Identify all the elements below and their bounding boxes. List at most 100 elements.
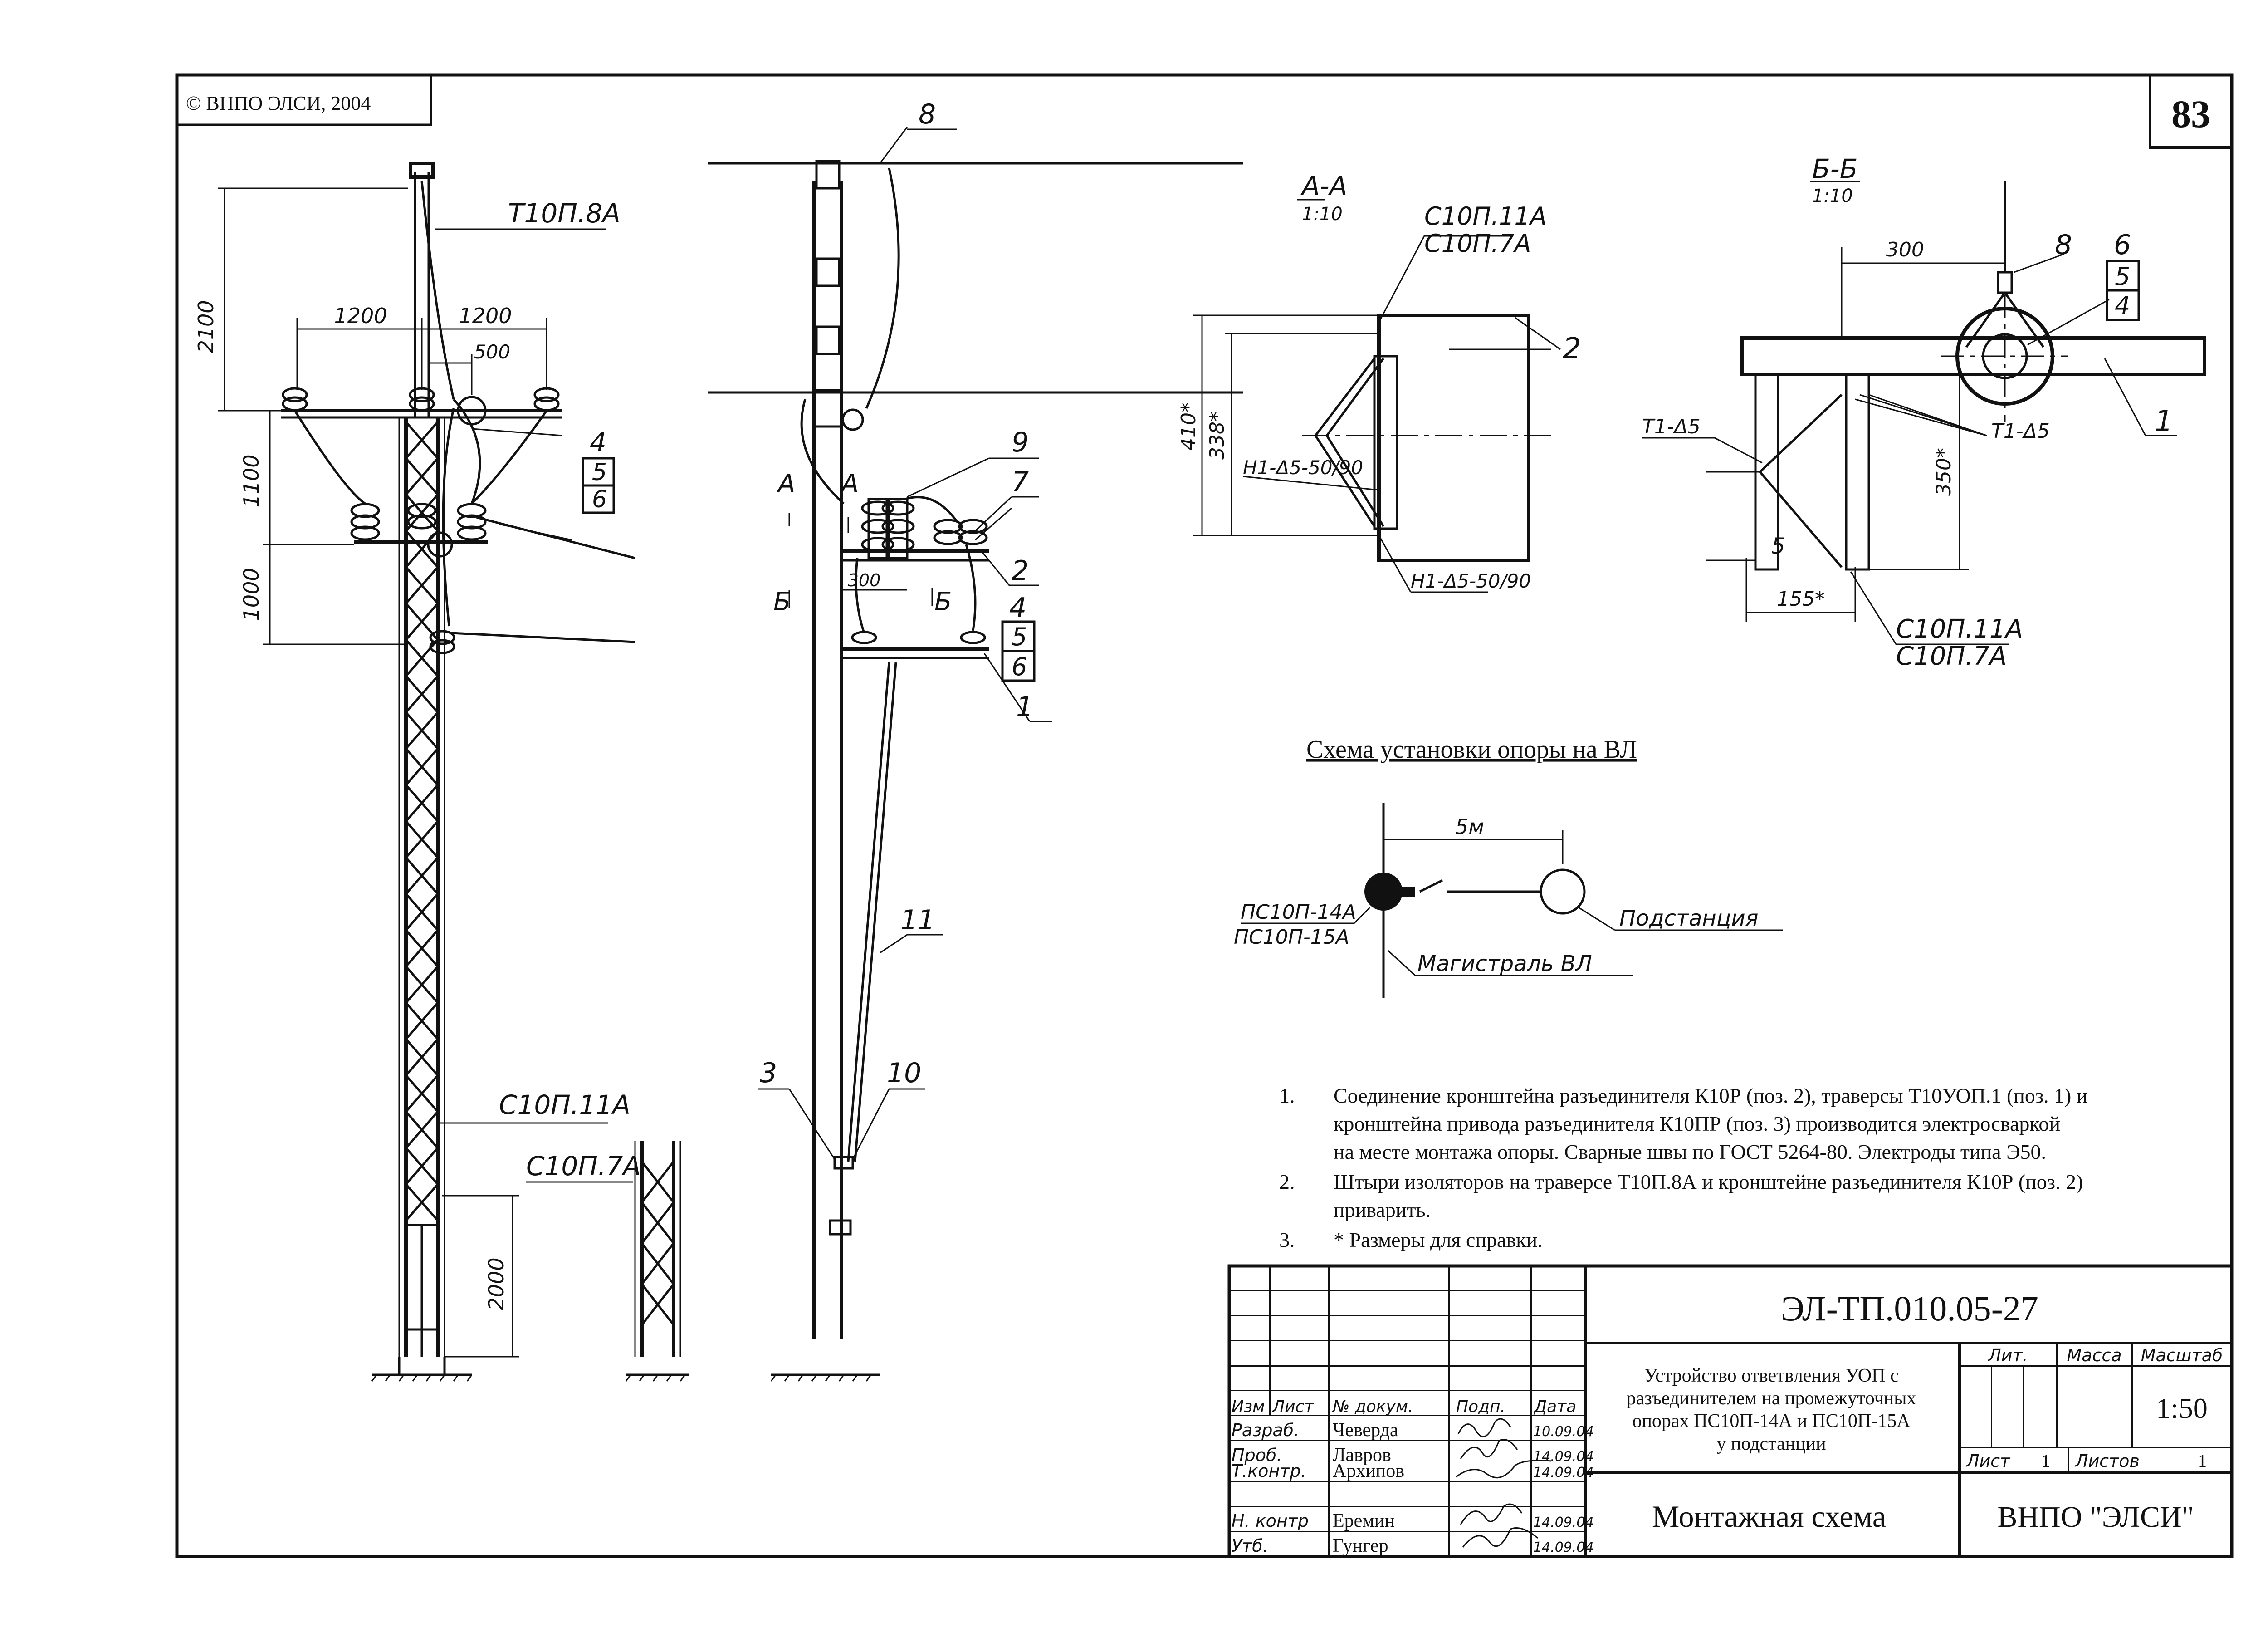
role-5-date: 14.09.04 [1533, 1540, 1594, 1555]
section-bb-pos-6: 6 [2114, 229, 2131, 261]
role-5-name: Гунгер [1333, 1535, 1388, 1556]
section-bb-part-top: С10П.11А [1896, 614, 2023, 644]
front-pos-6: 6 [592, 486, 607, 513]
title-scale-value: 1:50 [2156, 1392, 2208, 1424]
title-desc-line-2: разъединителем на промежуточных [1627, 1388, 1916, 1409]
front-dim-1000: 1000 [239, 568, 264, 621]
front-view [281, 162, 635, 1382]
note-2-line-2: приварить. [1334, 1198, 1431, 1221]
front-traverse-label: Т10П.8А [508, 198, 621, 229]
side-view-callouts [758, 127, 1052, 1160]
side-section-b-left: Б [773, 587, 791, 617]
section-aa-part-top: С10П.11А [1424, 202, 1547, 230]
role-1-date: 10.09.04 [1533, 1424, 1594, 1440]
front-dim-1100: 1100 [239, 454, 264, 507]
role-4-date: 14.09.04 [1533, 1515, 1594, 1530]
note-2-line-1: Штыри изоляторов на траверсе Т10П.8А и к… [1334, 1170, 2083, 1193]
title-col-lit: Лит. [1987, 1345, 2028, 1365]
role-3-title: Т.контр. [1232, 1461, 1306, 1481]
front-column-label: С10П.11А [499, 1089, 631, 1120]
title-sheets-label: Листов [2074, 1451, 2140, 1471]
role-3-date: 14.09.04 [1533, 1465, 1594, 1481]
side-section-a-right: А [840, 469, 859, 499]
section-bb-dim-300: 300 [1886, 238, 1924, 261]
copyright-text: © ВНПО ЭЛСИ, 2004 [186, 92, 371, 114]
notes: 1. Соединение кронштейна разъединителя К… [1279, 1084, 2087, 1251]
note-1-line-3: на месте монтажа опоры. Сварные швы по Г… [1334, 1140, 2046, 1163]
section-bb-dim-5: 5 [1771, 534, 1785, 559]
sheet-frame [175, 73, 2234, 1558]
title-organization: ВНПО "ЭЛСИ" [1997, 1501, 2194, 1534]
section-bb-pos-5: 5 [2115, 262, 2130, 291]
scheme-distance: 5м [1455, 814, 1484, 839]
section-bb-pos-box [2106, 260, 2140, 321]
title-head-sign: Подп. [1456, 1398, 1505, 1416]
side-pos-10: 10 [887, 1057, 921, 1089]
section-bb-pos-4: 4 [2115, 291, 2130, 320]
scheme-pole-label-1: ПС10П-14А [1241, 901, 1356, 924]
title-head-izm: Изм [1232, 1398, 1265, 1416]
note-1-num: 1. [1279, 1084, 1295, 1107]
detail-label: С10П.7А [526, 1151, 641, 1182]
title-desc-line-1: Устройство ответвления УОП с [1644, 1365, 1898, 1386]
section-bb-scale: 1:10 [1812, 186, 1853, 206]
side-pos-4: 4 [1009, 592, 1026, 624]
title-desc-line-4: у подстанции [1716, 1433, 1826, 1454]
role-5-title: Утб. [1232, 1536, 1268, 1556]
title-drawing-name: Монтажная схема [1652, 1499, 1886, 1534]
role-2-date: 14.09.04 [1533, 1449, 1594, 1465]
section-aa-weld-bottom: Н1-Δ5-50/90 [1411, 570, 1531, 592]
sheet-number: 83 [2171, 92, 2210, 136]
section-aa [1193, 199, 1561, 593]
side-section-b-right: Б [934, 587, 952, 617]
note-2-num: 2. [1279, 1170, 1295, 1193]
side-pos-box [1001, 620, 1036, 682]
role-4-title: Н. контр [1232, 1511, 1309, 1531]
note-3-line-1: * Размеры для справки. [1334, 1228, 1543, 1251]
side-pos-9: 9 [1012, 427, 1029, 458]
title-sheet-label: Лист [1965, 1451, 2011, 1471]
side-pos-8: 8 [919, 98, 936, 130]
note-3-num: 3. [1279, 1228, 1295, 1251]
section-bb-part-bottom: С10П.7А [1896, 642, 2007, 671]
section-aa-dim-410: 410* [1177, 402, 1200, 451]
section-aa-weld-left: Н1-Δ5-50/90 [1243, 456, 1363, 479]
section-bb-pos-8: 8 [2055, 229, 2072, 261]
front-pos-5: 5 [592, 459, 607, 486]
detail-c10p7a [625, 1141, 689, 1382]
section-bb-pos-1: 1 [2155, 405, 2173, 438]
section-aa-dim-338: 338* [1206, 412, 1229, 460]
section-aa-title: А-А [1300, 171, 1347, 201]
side-pos-7: 7 [1012, 466, 1029, 498]
scheme-mainline: Магистраль ВЛ [1418, 951, 1592, 976]
title-desc-line-3: опорах ПС10П-14А и ПС10П-15А [1632, 1411, 1911, 1432]
section-aa-pos-2: 2 [1563, 332, 1581, 366]
section-aa-scale: 1:10 [1302, 204, 1343, 225]
title-col-mass: Масса [2067, 1345, 2121, 1365]
title-head-list: Лист [1271, 1398, 1314, 1416]
front-pos-4: 4 [590, 427, 606, 458]
scheme-substation: Подстанция [1619, 906, 1759, 931]
role-3-name: Архипов [1333, 1461, 1404, 1481]
side-section-a-left: А [777, 469, 795, 499]
role-4-name: Еремин [1333, 1510, 1395, 1531]
title-sheets-value: 1 [2198, 1451, 2207, 1471]
side-pos-3: 3 [760, 1057, 777, 1089]
title-col-scale: Масштаб [2141, 1345, 2223, 1365]
front-pos-box [582, 457, 615, 514]
section-bb-weld-right: Т1-Δ5 [1991, 420, 2050, 443]
role-2-name: Лавров [1333, 1445, 1391, 1466]
section-bb-dim-350: 350* [1932, 448, 1955, 496]
signatures [1456, 1418, 1552, 1548]
section-bb-title: Б-Б [1812, 153, 1858, 184]
front-dim-1200-right: 1200 [459, 304, 512, 328]
side-pos-6: 6 [1012, 652, 1027, 681]
front-dim-2000: 2000 [484, 1257, 508, 1310]
side-pos-2: 2 [1012, 555, 1029, 587]
scheme-title: Схема установки опоры на ВЛ [1306, 736, 1637, 764]
front-dim-1200-left: 1200 [334, 304, 387, 328]
side-pos-1: 1 [1016, 691, 1033, 723]
front-dim-2100: 2100 [194, 300, 218, 353]
title-sheet-value: 1 [2041, 1451, 2050, 1471]
